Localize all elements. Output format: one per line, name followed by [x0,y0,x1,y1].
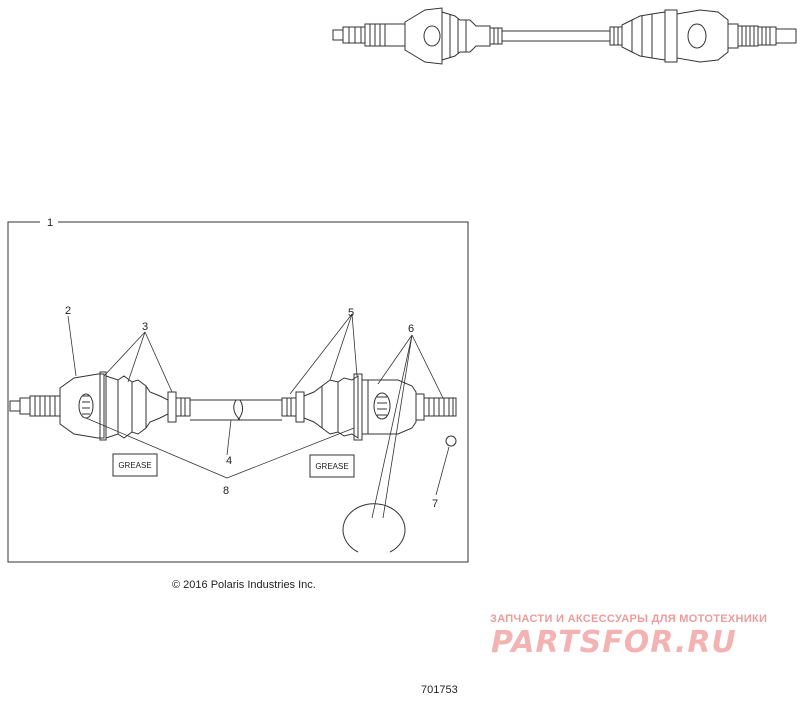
grease-label: GREASE [118,461,151,470]
callout-4: 4 [226,455,232,467]
callout-2: 2 [65,305,71,317]
watermark-logo: PARTSFOR.RU [491,625,737,660]
callout-1: 1 [47,217,53,229]
grease-box-left: GREASE [112,453,158,477]
callout-7: 7 [432,498,438,510]
detail-axle [9,371,457,553]
part-number: 701753 [421,684,458,696]
overview-axle [332,7,797,65]
grease-box-right: GREASE [309,454,355,478]
watermark-subtitle: ЗАПЧАСТИ И АКСЕССУАРЫ ДЛЯ МОТОТЕХНИКИ [490,613,768,625]
callout-3: 3 [142,321,148,333]
callout-5: 5 [348,307,354,319]
grease-label: GREASE [315,462,348,471]
assembly-frame [7,221,469,563]
callout-8: 8 [223,485,229,497]
callout-6: 6 [408,323,414,335]
leader-lines [67,313,450,519]
copyright-notice: © 2016 Polaris Industries Inc. [172,579,316,591]
